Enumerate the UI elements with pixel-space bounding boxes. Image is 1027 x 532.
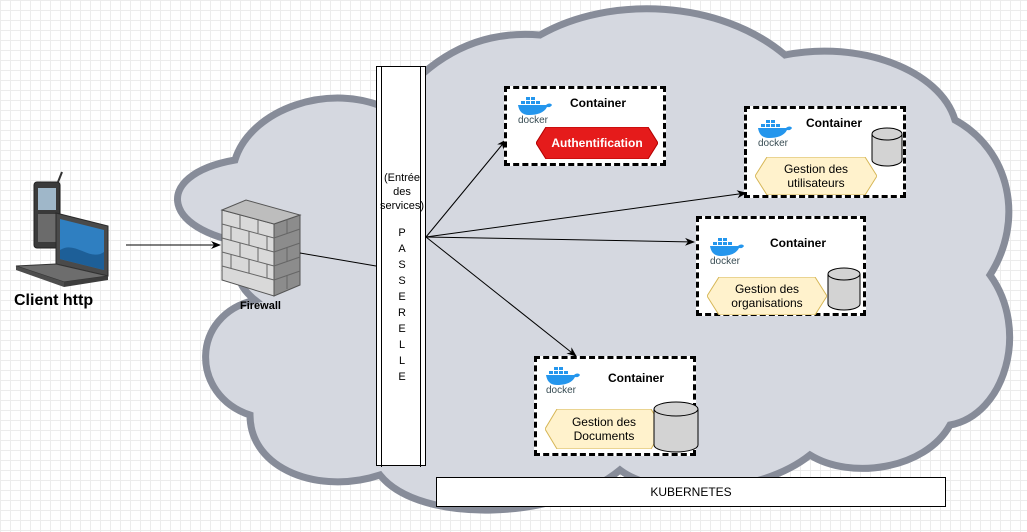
docker-icon: docker (518, 97, 552, 124)
docker-logo-text: docker (710, 256, 741, 265)
gateway-letter: L (398, 339, 406, 351)
gateway-letter: E (398, 371, 406, 383)
container-users: docker Container Gestion des utilisateur… (744, 106, 906, 198)
gateway-letter: S (398, 259, 406, 271)
service-documents: Gestion des Documents (545, 409, 663, 449)
container-title: Container (806, 116, 863, 130)
gateway-letter: E (398, 291, 406, 303)
container-authentication: docker Container Authentification (504, 86, 666, 166)
client-label: Client http (14, 292, 94, 309)
gateway-to-users-arrow (425, 190, 747, 238)
docker-logo-text: docker (518, 115, 549, 124)
gateway-to-auth-arrow (425, 139, 507, 238)
gateway-caption: (Entrée des services) (379, 172, 424, 212)
docker-icon: docker (758, 120, 792, 147)
database-icon (827, 267, 861, 311)
gateway-letter: S (398, 275, 406, 287)
docker-logo-text: docker (546, 385, 577, 394)
gateway-letter: R (398, 307, 406, 319)
container-organisations: docker Container Gestion des organisatio… (696, 216, 866, 316)
firewall-icon (220, 199, 302, 297)
service-organisations: Gestion des organisations (707, 277, 827, 315)
phone-icon (33, 171, 63, 249)
gateway-block: (Entrée des services) P A S S E R E L L … (376, 66, 426, 467)
firewall-label: Firewall (240, 300, 281, 312)
docker-icon: docker (710, 238, 744, 265)
container-documents: docker Container Gestion des Documents (534, 356, 699, 456)
container-title: Container (608, 371, 665, 385)
laptop-icon (15, 212, 109, 287)
gateway-letter: A (398, 243, 406, 255)
firewall-to-gateway-line (299, 252, 377, 267)
docker-logo-text: docker (758, 138, 789, 147)
kubernetes-label: KUBERNETES (436, 477, 946, 507)
service-users: Gestion des utilisateurs (755, 157, 877, 195)
container-title: Container (570, 96, 627, 110)
service-authentication: Authentification (536, 127, 658, 159)
docker-icon: docker (546, 367, 580, 394)
gateway-letter: L (398, 355, 406, 367)
database-icon (871, 127, 903, 167)
gateway-to-docs-arrow (425, 236, 577, 357)
gateway-letter: P (398, 227, 406, 239)
database-icon (653, 401, 699, 453)
container-title: Container (770, 236, 827, 250)
gateway-to-orgs-arrow (425, 236, 695, 246)
gateway-letter: E (398, 323, 406, 335)
